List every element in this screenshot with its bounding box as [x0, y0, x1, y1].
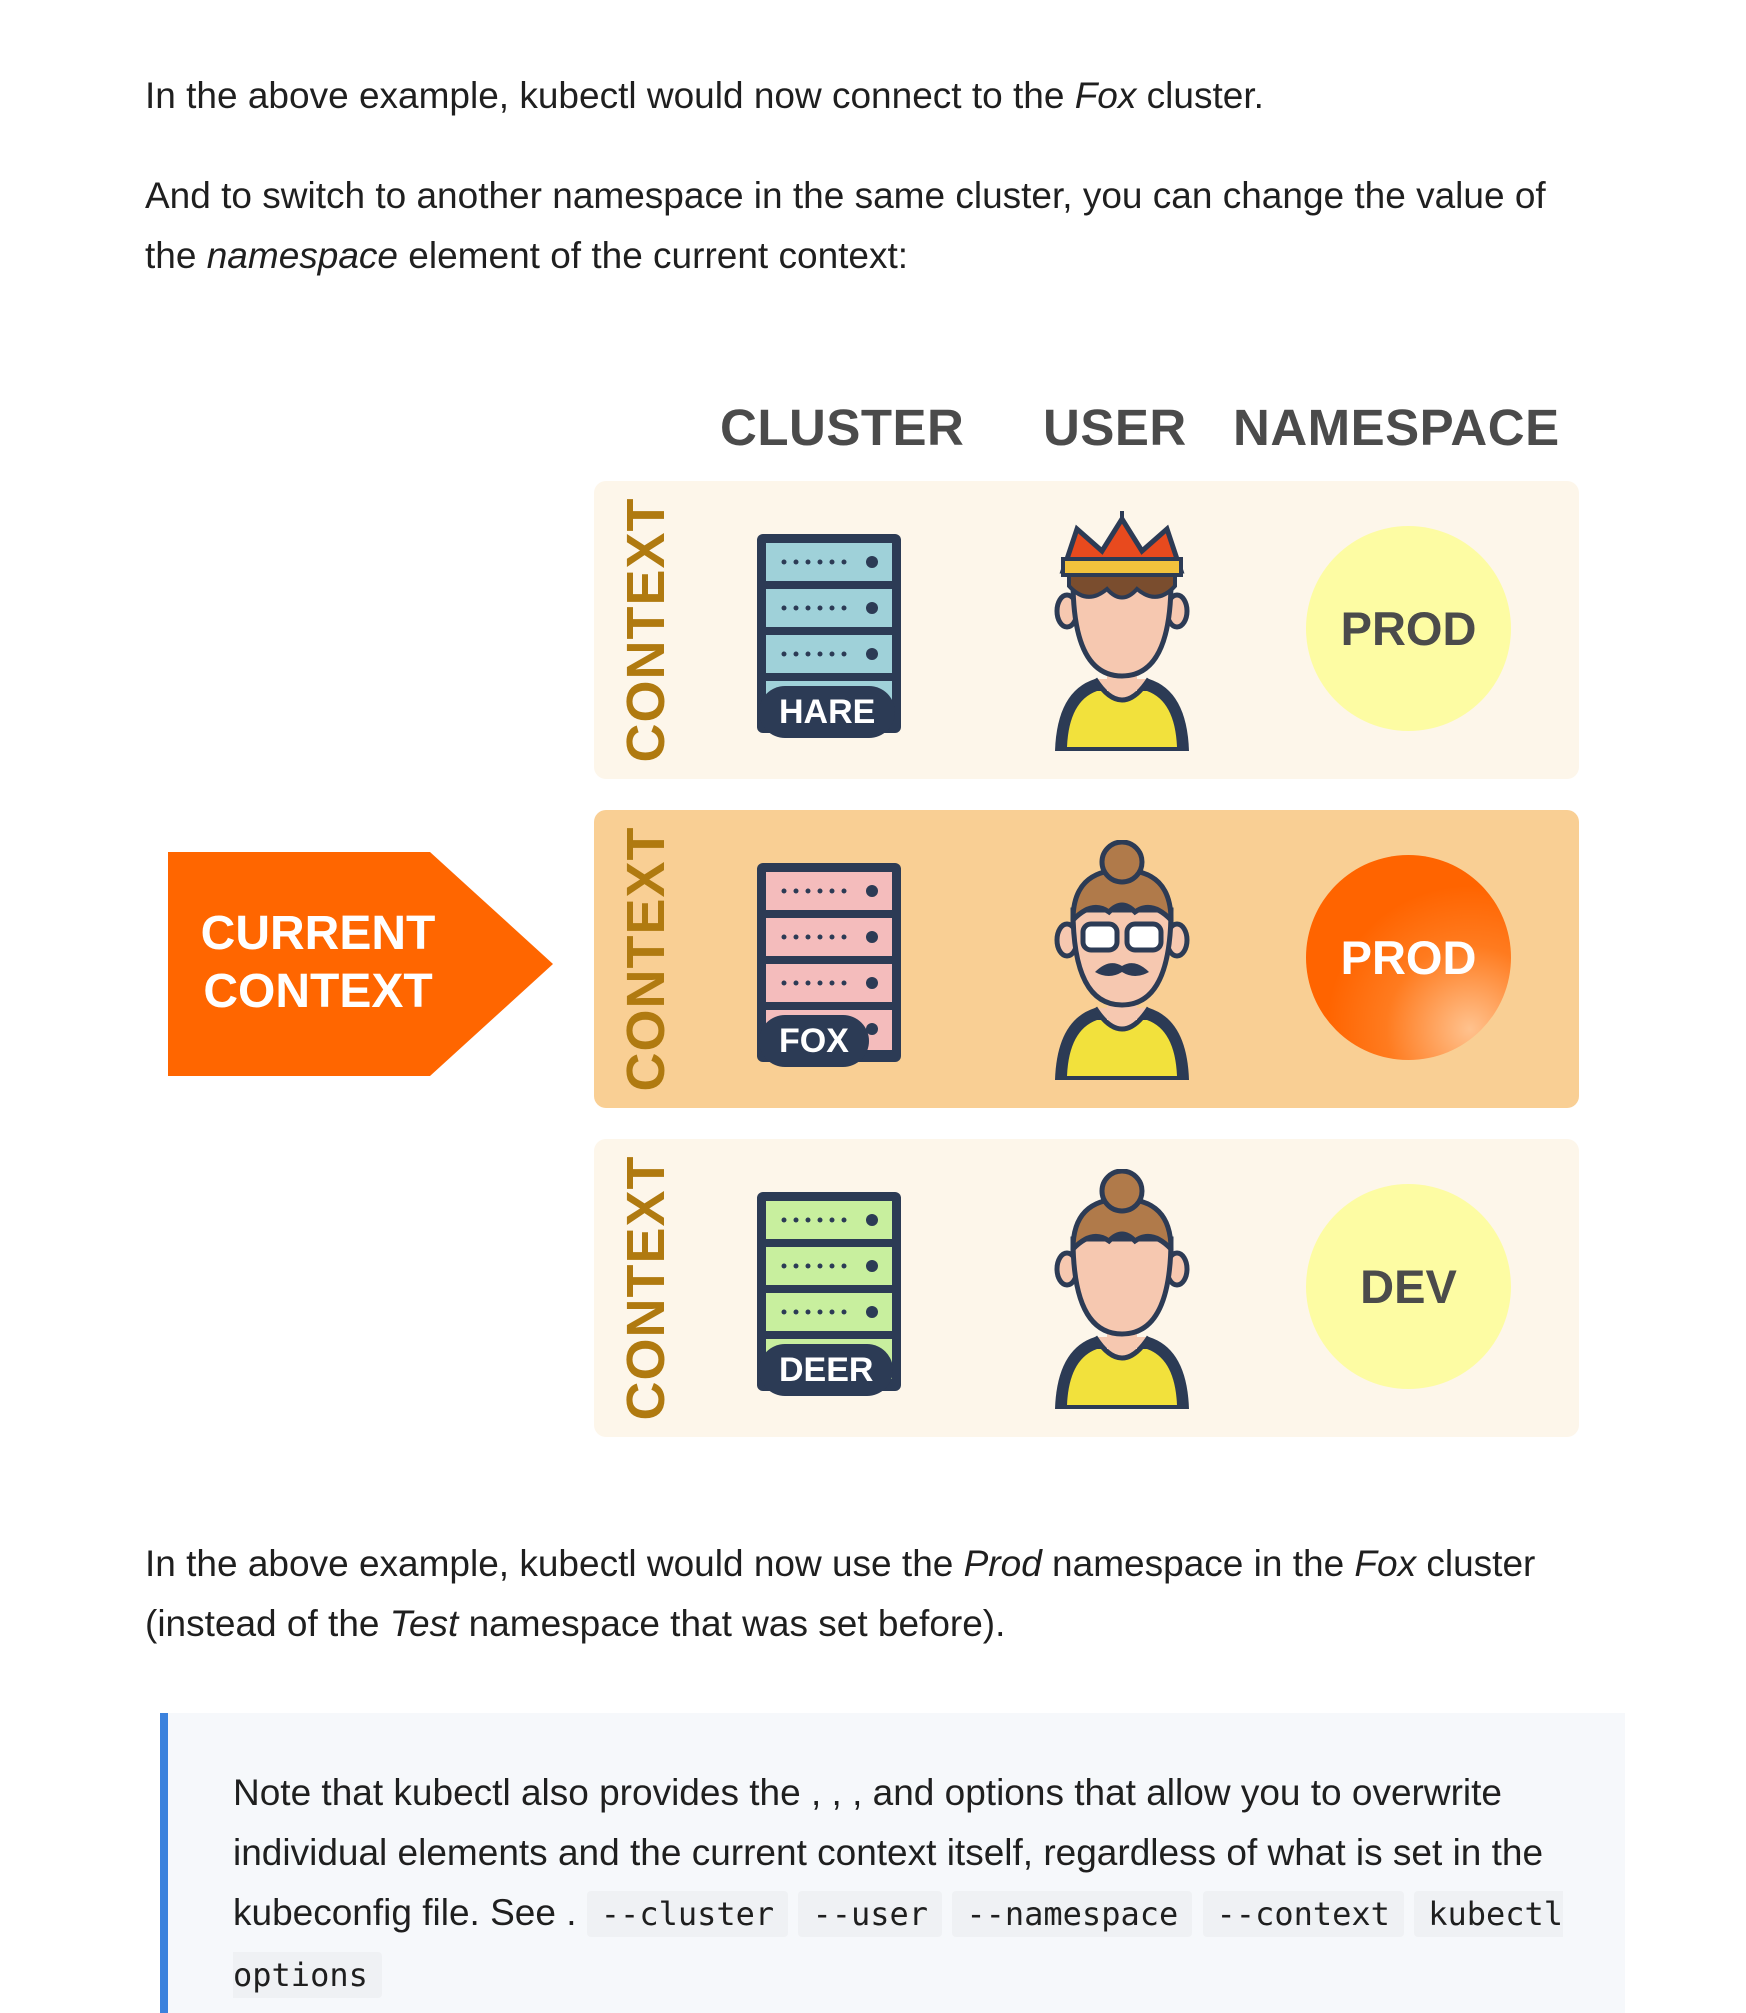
note-callout [160, 1713, 1625, 2013]
after-emphasis: Test [389, 1603, 459, 1644]
user-icon [1054, 1169, 1190, 1409]
column-header-cluster: CLUSTER [720, 399, 965, 456]
context-row-fox: CONTEXT FOX [594, 810, 1579, 1108]
note-text: Note that kubectl also provides the , , … [233, 1763, 1603, 2005]
cluster-badge: DEER [759, 1344, 894, 1396]
code-cluster: --cluster [586, 1891, 789, 1937]
context-row-deer: CONTEXT DEER DEV [594, 1139, 1579, 1437]
cluster-badge: FOX [759, 1015, 869, 1067]
intro-text: cluster. [1136, 75, 1264, 116]
after-text: cluster (instead of the [145, 1543, 1536, 1644]
column-header-namespace: NAMESPACE [1233, 399, 1560, 456]
code-context: --context [1202, 1891, 1404, 1937]
context-row-hare: CONTEXT HARE PROD [594, 481, 1579, 779]
note-body: Note that kubectl also provides the , , … [233, 1772, 1544, 1933]
current-context-line: CONTEXT [203, 965, 433, 1018]
column-header-user: USER [1043, 399, 1187, 456]
code-user: --user [798, 1891, 943, 1937]
after-emphasis: Prod [963, 1543, 1042, 1584]
context-label: CONTEXT [616, 826, 676, 1092]
namespace-prod-active: PROD [1306, 855, 1511, 1060]
after-paragraph: In the above example, kubectl would now … [145, 1534, 1565, 1654]
context-label: CONTEXT [616, 1155, 676, 1421]
intro-paragraph-1: In the above example, kubectl would now … [145, 66, 1565, 126]
namespace-dev: DEV [1306, 1184, 1511, 1389]
after-text: namespace that was set before). [458, 1603, 1006, 1644]
intro-text: In the above example, kubectl would now … [145, 75, 1075, 116]
intro-emphasis: namespace [206, 235, 399, 276]
current-context-line: CURRENT [200, 907, 436, 960]
after-text: namespace in the [1041, 1543, 1355, 1584]
after-emphasis: Fox [1354, 1543, 1417, 1584]
user-mustache-icon [1054, 840, 1190, 1080]
context-label: CONTEXT [616, 497, 676, 763]
intro-text: element of the current context: [398, 235, 909, 276]
after-text: In the above example, kubectl would now … [145, 1543, 964, 1584]
intro-emphasis: Fox [1074, 75, 1137, 116]
namespace-prod: PROD [1306, 526, 1511, 731]
intro-text: And to switch to another namespace in th… [145, 175, 1546, 276]
user-king-icon [1054, 511, 1190, 751]
cluster-badge: HARE [759, 686, 896, 738]
code-namespace: --namespace [952, 1891, 1193, 1937]
intro-paragraph-2: And to switch to another namespace in th… [145, 166, 1565, 286]
current-context-label: CURRENT CONTEXT [168, 905, 468, 1021]
current-context-arrow-icon [168, 852, 553, 1076]
